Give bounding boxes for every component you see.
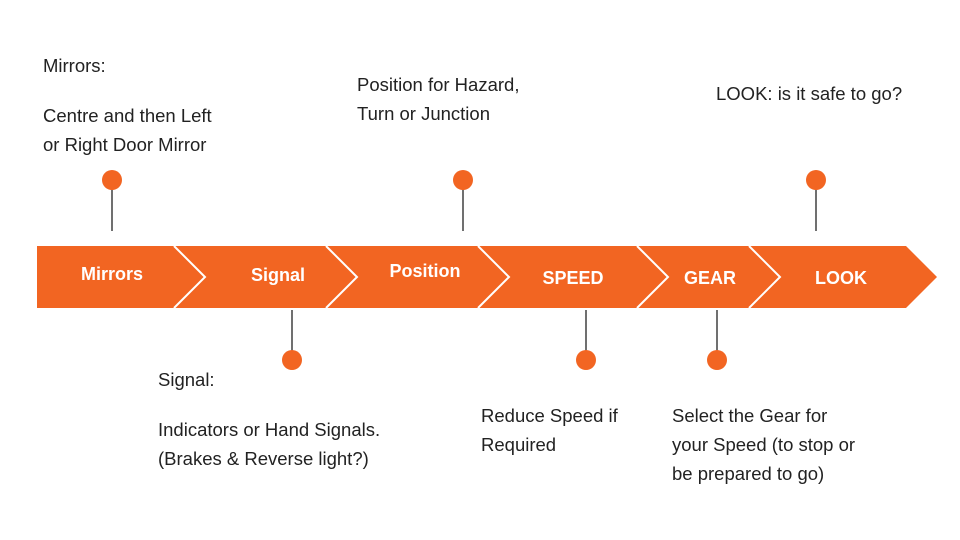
note-signal-line: (Brakes & Reverse light?) bbox=[158, 448, 369, 469]
callout-dot-signal bbox=[282, 350, 302, 370]
note-speed-line: Required bbox=[481, 434, 557, 455]
note-mirrors-line: Centre and then Left bbox=[43, 105, 212, 126]
stage-label-speed: SPEED bbox=[542, 268, 603, 288]
timeline-arrow-band bbox=[37, 246, 937, 308]
callout-dot-look bbox=[806, 170, 826, 190]
note-look: LOOK: is it safe to go? bbox=[716, 79, 902, 108]
stage-label-position: Position bbox=[390, 261, 461, 281]
note-mirrors: Mirrors: Centre and then Left or Right D… bbox=[43, 51, 212, 159]
chevron-divider bbox=[636, 245, 670, 309]
chevron-divider bbox=[325, 245, 359, 309]
note-gear-line: Select the Gear for bbox=[672, 405, 828, 426]
note-position-line: Position for Hazard, bbox=[357, 74, 520, 95]
callout-dot-position bbox=[453, 170, 473, 190]
stage-label-look: LOOK bbox=[815, 268, 867, 288]
chevron-divider bbox=[748, 245, 782, 309]
note-signal-heading: Signal: bbox=[158, 369, 215, 390]
note-signal: Signal: Indicators or Hand Signals. (Bra… bbox=[158, 365, 380, 473]
chevron-divider bbox=[477, 245, 511, 309]
note-mirrors-line: or Right Door Mirror bbox=[43, 134, 207, 155]
note-gear-line: your Speed (to stop or bbox=[672, 434, 856, 455]
callout-dot-gear bbox=[707, 350, 727, 370]
note-speed: Reduce Speed if Required bbox=[481, 401, 618, 459]
stage-label-gear: GEAR bbox=[684, 268, 736, 288]
note-gear: Select the Gear for your Speed (to stop … bbox=[672, 401, 855, 488]
callout-dot-speed bbox=[576, 350, 596, 370]
callout-dot-mirrors bbox=[102, 170, 122, 190]
stage-label-mirrors: Mirrors bbox=[81, 264, 143, 284]
note-position-line: Turn or Junction bbox=[357, 103, 490, 124]
note-speed-line: Reduce Speed if bbox=[481, 405, 618, 426]
note-mirrors-heading: Mirrors: bbox=[43, 55, 106, 76]
note-look-line: LOOK: is it safe to go? bbox=[716, 83, 903, 104]
chevron-divider bbox=[173, 245, 207, 309]
stage-label-signal: Signal bbox=[251, 265, 305, 285]
note-gear-line: be prepared to go) bbox=[672, 463, 825, 484]
note-signal-line: Indicators or Hand Signals. bbox=[158, 419, 381, 440]
note-position: Position for Hazard, Turn or Junction bbox=[357, 70, 519, 128]
